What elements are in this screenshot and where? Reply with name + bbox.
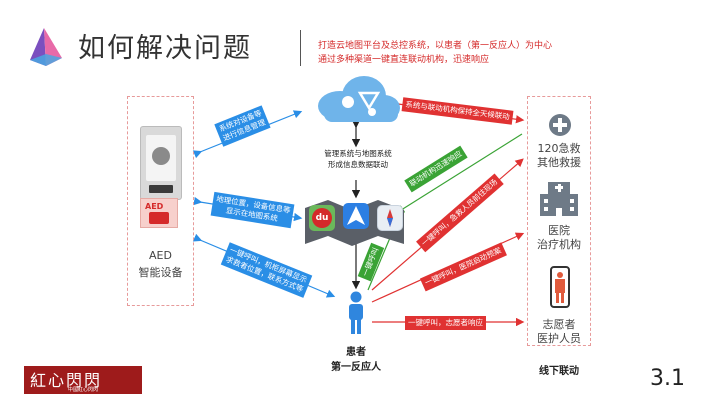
medical-cross-icon [549, 114, 571, 136]
baidu-map-icon: du [309, 205, 335, 231]
volunteer-label-line-2: 医护人员 [537, 332, 581, 345]
mgmt-text-line-2: 形成信息数据联动 [328, 160, 388, 170]
page-number: 3.1 [650, 366, 685, 391]
page-title: 如何解决问题 [78, 33, 252, 64]
brand-logo-text: 紅心閃閃 [30, 371, 103, 390]
baidu-map-text: du [312, 208, 332, 228]
offline-linkage-label: 线下联动 [539, 366, 579, 377]
hospital-building-icon [540, 182, 578, 216]
aed-label-line-2: 智能设备 [138, 266, 183, 279]
aed-label-line-1: AED [149, 249, 172, 262]
patient-label-line-1: 患者 [346, 347, 366, 358]
subtitle-line-2: 通过多种渠道一键直连联动机构，迅速响应 [318, 55, 490, 65]
ems-label-line-1: 120急救 [537, 142, 581, 155]
tag-call-volunteer: 一键呼叫，志愿者响应 [405, 316, 486, 331]
ems-label-line-2: 其他救援 [537, 156, 581, 169]
aed-cabinet-icon: AED [140, 198, 178, 228]
hospital-label-line-2: 治疗机构 [537, 238, 581, 251]
hospital-label-line-1: 医院 [548, 224, 570, 237]
offline-linkage-panel [527, 96, 591, 346]
mgmt-text-line-1: 管理系统与地图系统 [324, 149, 392, 158]
amap-navigation-icon [343, 203, 369, 229]
aed-device-icon [140, 126, 182, 200]
patient-label-line-2: 第一反应人 [331, 362, 381, 373]
title-divider [300, 30, 301, 66]
brand-logo: 紅心閃閃 中國紅心閃閃 [24, 366, 142, 394]
aed-panel [127, 96, 194, 306]
subtitle-line-1: 打造云地图平台及总控系统，以患者（第一反应人）为中心 [318, 41, 553, 51]
volunteer-label-line-1: 志愿者 [542, 318, 576, 331]
volunteer-phone-icon [550, 266, 570, 308]
compass-map-icon [377, 205, 403, 231]
aed-sign-text: AED [145, 202, 164, 211]
brand-logo-subtext: 中國紅心閃閃 [68, 387, 99, 393]
